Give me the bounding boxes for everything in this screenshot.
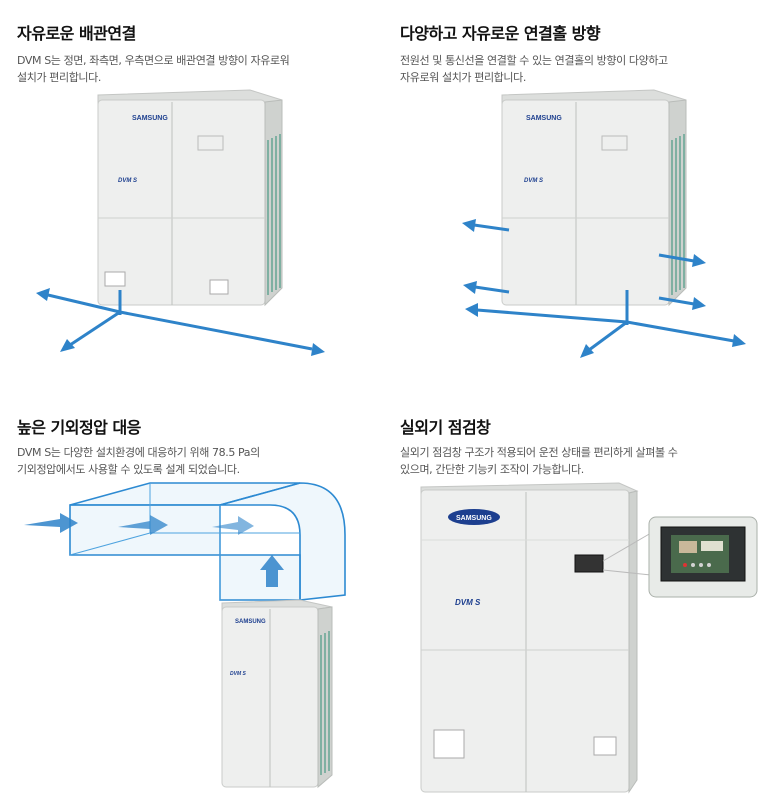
- airflow-arrows: [24, 513, 284, 587]
- inspection-window-illustration: SAMSUNG DVM S: [420, 482, 758, 794]
- section-title-piping: 자유로운 배관연결: [17, 24, 136, 43]
- inspection-window-zoom: [648, 516, 758, 598]
- unit-model: DVM S: [230, 671, 247, 677]
- desc-line: 전원선 및 통신선을 연결할 수 있는 연결홀의 방향이 다양하고: [400, 54, 668, 67]
- unit-model: DVM S: [118, 178, 137, 184]
- desc-line: 기외정압에서도 사용할 수 있도록 설계 되었습니다.: [17, 463, 240, 476]
- static-pressure-illustration: SAMSUNG DVM S: [24, 482, 346, 789]
- callout-line: [602, 532, 652, 562]
- desc-line: DVM S는 정면, 좌측면, 우측면으로 배관연결 방향이 자유로워: [17, 54, 290, 67]
- desc-line: 실외기 점검창 구조가 적용되어 운전 상태를 편리하게 살펴볼 수: [400, 446, 678, 459]
- section-title-holes: 다양하고 자유로운 연결홀 방향: [400, 24, 601, 43]
- outdoor-unit-image: SAMSUNG DVM S: [97, 89, 283, 307]
- unit-brand: SAMSUNG: [132, 115, 168, 122]
- unit-brand: SAMSUNG: [235, 619, 266, 625]
- unit-model: DVM S: [455, 598, 481, 607]
- section-desc-pressure: DVM S는 다양한 설치환경에 대응하기 위해 78.5 Pa의 기외정압에서…: [17, 444, 260, 478]
- duct-diagram: [69, 482, 346, 601]
- unit-brand: SAMSUNG: [526, 115, 562, 122]
- outdoor-unit-image: SAMSUNG DVM S: [221, 599, 333, 789]
- desc-line: 있으며, 간단한 기능키 조작이 가능합니다.: [400, 463, 584, 476]
- section-desc-piping: DVM S는 정면, 좌측면, 우측면으로 배관연결 방향이 자유로워 설치가 …: [17, 52, 290, 86]
- heat-exchanger-fins: [671, 134, 685, 295]
- section-title-inspection: 실외기 점검창: [400, 418, 491, 437]
- inspection-window: [574, 554, 604, 573]
- connection-hole-illustration: SAMSUNG DVM S: [462, 89, 746, 358]
- outdoor-unit-image: SAMSUNG DVM S: [501, 89, 687, 307]
- section-title-pressure: 높은 기외정압 대응: [17, 418, 141, 437]
- section-desc-inspection: 실외기 점검창 구조가 적용되어 운전 상태를 편리하게 살펴볼 수 있으며, …: [400, 444, 678, 478]
- desc-line: DVM S는 다양한 설치환경에 대응하기 위해 78.5 Pa의: [17, 446, 260, 459]
- piping-illustration: SAMSUNG DVM S: [36, 89, 325, 356]
- section-desc-holes: 전원선 및 통신선을 연결할 수 있는 연결홀의 방향이 다양하고 자유로워 설…: [400, 52, 668, 86]
- outdoor-unit-image: SAMSUNG DVM S: [420, 482, 639, 794]
- unit-model: DVM S: [524, 178, 543, 184]
- unit-brand: SAMSUNG: [456, 515, 492, 522]
- desc-line: 설치가 편리합니다.: [17, 71, 101, 84]
- heat-exchanger-fins: [320, 631, 330, 775]
- heat-exchanger-fins: [267, 134, 281, 295]
- piping-direction-arrows: [36, 288, 325, 356]
- desc-line: 자유로워 설치가 편리합니다.: [400, 71, 526, 84]
- hole-direction-arrows: [462, 219, 746, 358]
